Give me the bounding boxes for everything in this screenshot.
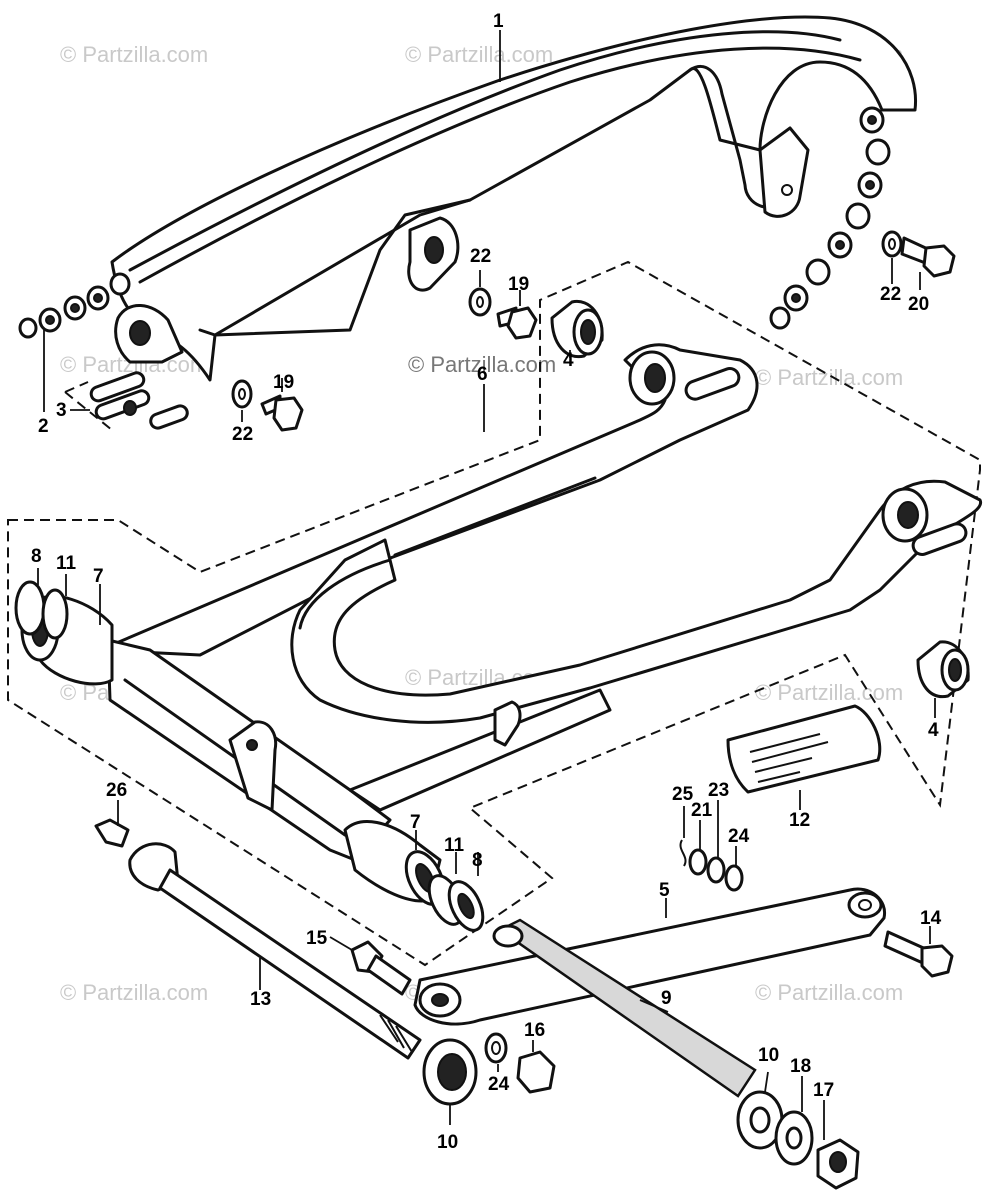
bolt-19-middle [496,306,538,340]
callout-3: 3 [56,400,67,421]
watermark-text: © Partzilla.com [755,680,903,705]
washer-22-right [881,230,903,258]
washer-18 [774,1110,814,1166]
rear-axle [492,918,757,1098]
callout-8-left: 8 [31,546,42,567]
bolt-14 [883,930,954,978]
nut-16 [516,1050,556,1094]
watermark-text: © Partzilla.com [405,42,553,67]
drive-chain [18,106,891,339]
washer-22-left [231,379,253,409]
chain-joint-bracket [64,381,113,431]
bushing-4-right [916,640,970,699]
callout-21: 21 [691,800,713,821]
subassembly-outline [7,260,981,967]
watermark-text: © Partzilla.com [60,980,208,1005]
watermark-text: © Partzilla.com [60,42,208,67]
callout-4-top: 4 [563,350,574,371]
callout-17: 17 [813,1080,834,1101]
grease-fitting [94,818,130,848]
callout-23: 23 [708,780,729,801]
callout-10-left: 10 [437,1132,458,1153]
bolt-15 [350,940,412,996]
small-fastener-set [679,839,744,892]
callout-11-right: 11 [444,835,465,856]
callout-5: 5 [659,880,670,901]
callout-22-right: 22 [880,284,901,305]
callout-14: 14 [920,908,942,929]
leader-lines [37,30,936,1140]
callout-22-left: 22 [232,424,253,445]
washer-22-middle [468,287,492,317]
dust-seal-cap-right [427,874,485,932]
center-watermark-text: © Partzilla.com [408,352,556,377]
callout-22-middle: 22 [470,246,491,267]
caution-label [726,704,882,794]
callout-9: 9 [661,988,672,1009]
chain-case [110,15,918,382]
callout-10-right: 10 [758,1045,779,1066]
callout-26: 26 [106,780,127,801]
chain-joint-link [89,371,189,430]
axle-nut-17 [816,1138,860,1190]
callout-1: 1 [493,11,504,32]
callout-16: 16 [524,1020,545,1041]
callout-7-right: 7 [410,812,421,833]
callout-19-middle: 19 [508,274,529,295]
dust-seal-cap-left [14,580,69,640]
pivot-bolt [128,842,422,1060]
callout-labels: 1 2 3 4 4 5 6 7 7 8 8 9 10 10 11 11 12 1… [31,11,942,1153]
washer-24-bottom [484,1032,508,1064]
bolt-20 [900,236,956,278]
callout-12: 12 [789,810,810,831]
callout-18: 18 [790,1056,811,1077]
callout-2: 2 [38,416,49,437]
callout-25: 25 [672,784,694,805]
callout-20: 20 [908,294,929,315]
callout-13: 13 [250,989,271,1010]
callout-15: 15 [306,928,328,949]
torque-link [413,887,887,1026]
callout-19-left: 19 [273,372,294,393]
bushing-4-top [550,299,604,359]
callout-24-bottom: 24 [488,1074,510,1095]
callout-24-right: 24 [728,826,750,847]
swing-arm [20,343,983,906]
bolt-19-left [260,394,304,432]
watermark-text: © Partzilla.com [755,980,903,1005]
callout-11-left: 11 [56,553,77,574]
spacer-10-left [422,1038,478,1106]
callout-6: 6 [477,364,488,385]
spacer-10-right [736,1090,784,1150]
callout-4-right: 4 [928,720,939,741]
callout-8-right: 8 [472,850,483,871]
callout-7-left: 7 [93,566,104,587]
watermark-text: © Partzilla.com [755,365,903,390]
